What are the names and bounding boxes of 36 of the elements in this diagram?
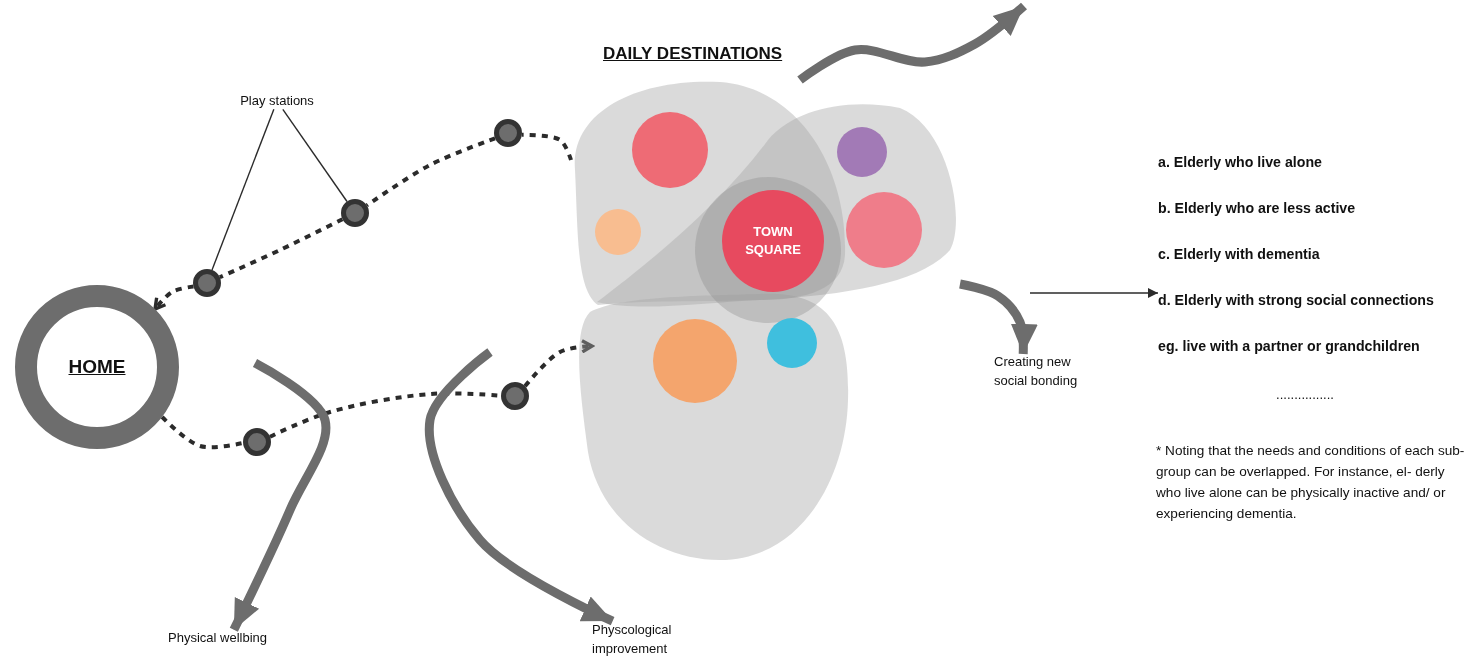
- list-item-text: a. Elderly who live alone: [1158, 154, 1322, 170]
- dotted-path: [365, 136, 496, 208]
- curved-arrow: [797, 2, 1027, 84]
- footnote-text: * Noting that the needs and conditions of each sub-group can be overlapped. For instance, el- derly who live alone can be physically inactive and/ or experiencing dementia.: [1156, 442, 1466, 523]
- dotted-path-arrow: [523, 339, 594, 388]
- curved-arrow: [229, 359, 331, 632]
- curved-arrow: [424, 348, 615, 626]
- curved-arrow: [959, 279, 1038, 355]
- play-station-marker: [243, 428, 271, 456]
- dotted-path: [160, 415, 244, 450]
- ellipsis-text: ................: [1275, 386, 1335, 404]
- play-station-marker: [341, 199, 369, 227]
- caption-text: Physcological improvement: [592, 620, 692, 658]
- dotted-path-arrow: [153, 284, 194, 311]
- leader-line: [211, 108, 275, 271]
- home-label: HOME: [68, 356, 126, 378]
- list-item-text: b. Elderly who are less active: [1158, 200, 1356, 216]
- play-station-marker: [501, 382, 529, 410]
- destination-circle: [595, 209, 641, 255]
- list-item-text: d. Elderly with strong social connections: [1158, 292, 1434, 308]
- circle-label: TOWN SQUARE: [744, 223, 802, 259]
- section-heading: DAILY DESTINATIONS: [603, 44, 783, 64]
- destination-circle: [767, 318, 817, 368]
- caption-text: Creating new social bonding: [994, 352, 1094, 390]
- town-square-circle: [722, 190, 824, 292]
- destination-circle: [837, 127, 887, 177]
- caption-text: Physical wellbing: [168, 628, 292, 648]
- arrow: [1029, 288, 1159, 298]
- dotted-path: [521, 132, 573, 161]
- play-station-marker: [494, 119, 522, 147]
- play-station-marker: [193, 269, 221, 297]
- list-item-text: c. Elderly with dementia: [1158, 246, 1320, 262]
- caption-text: Play stations: [226, 91, 328, 111]
- dotted-path: [218, 217, 344, 280]
- leader-line: [282, 108, 348, 203]
- list-item-text: eg. live with a partner or grandchildren: [1158, 338, 1420, 354]
